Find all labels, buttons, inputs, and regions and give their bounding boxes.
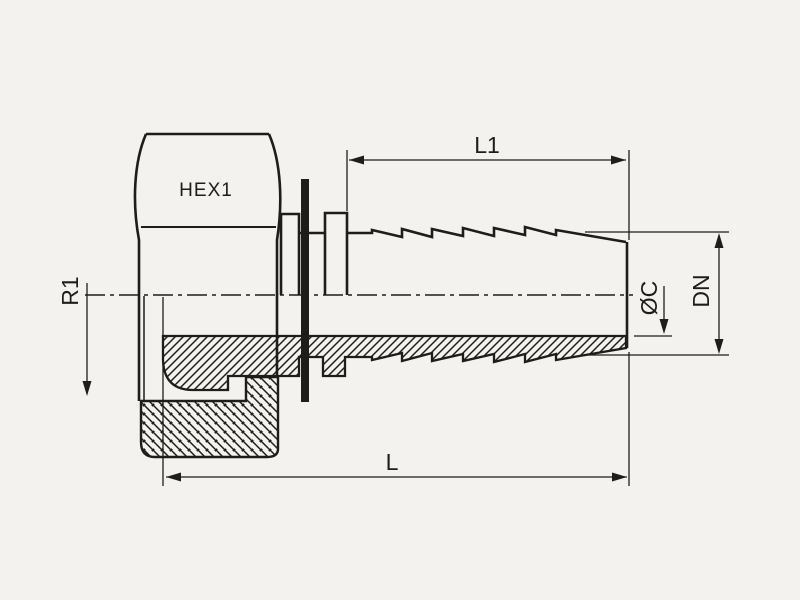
- hex-label: HEX1: [179, 180, 233, 201]
- seal-washer-bar: [301, 179, 309, 402]
- r1-arrow-down: [82, 381, 92, 396]
- dimension-dn: [585, 231, 729, 356]
- l-arrow-left: [166, 472, 181, 482]
- stem-collars: [279, 211, 629, 348]
- dn-arrow-down: [714, 339, 724, 354]
- dimension-l1: [346, 150, 630, 240]
- dimension-l: [162, 297, 630, 486]
- nut-section-hatch: [139, 375, 280, 459]
- l-label: L: [386, 449, 399, 475]
- nut-right-edge: [267, 133, 282, 377]
- l1-arrow-right: [611, 155, 626, 165]
- hose-barb-profile: [347, 225, 627, 244]
- dimension-r1: [82, 283, 92, 396]
- l1-arrow-left: [349, 155, 364, 165]
- collar-rear: [323, 211, 349, 295]
- dimension-oc: [634, 286, 672, 337]
- nut-left-edge: [133, 133, 148, 401]
- stem-section-hatch: [161, 334, 628, 392]
- dn-arrow-up: [714, 233, 724, 248]
- oc-label: ØC: [636, 281, 662, 316]
- hex-nut-outline: [133, 132, 282, 401]
- l1-label: L1: [474, 132, 500, 158]
- oc-arrow-down: [659, 319, 669, 334]
- drawing-root: HEX1 L1 R1: [57, 132, 729, 486]
- r1-label: R1: [57, 276, 83, 305]
- dn-label: DN: [688, 274, 714, 307]
- collar-front: [279, 212, 301, 295]
- l-arrow-right: [612, 472, 627, 482]
